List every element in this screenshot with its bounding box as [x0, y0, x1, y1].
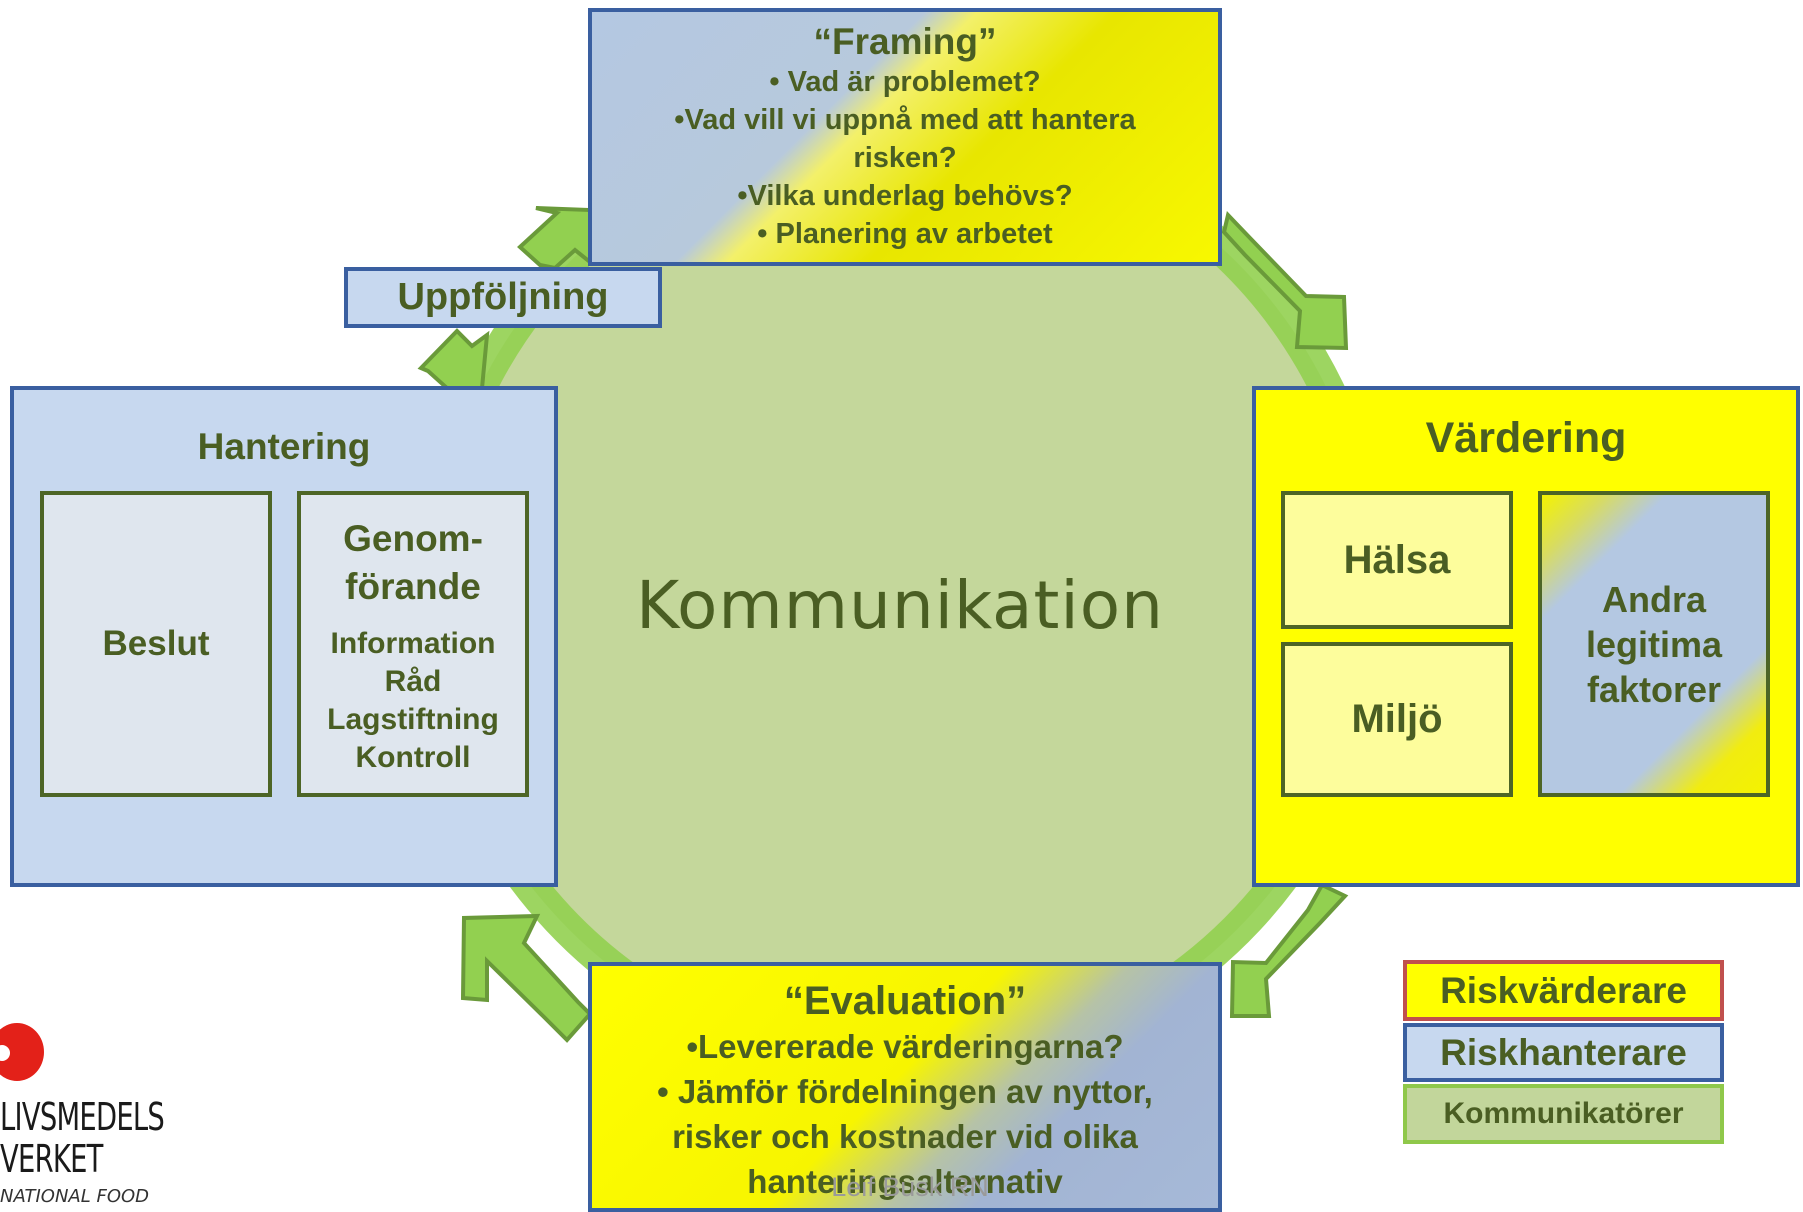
logo-text-line: LIVSMEDELS [0, 1095, 165, 1139]
hantering-title: Hantering [197, 426, 371, 467]
framing-line: • Planering av arbetet [757, 217, 1053, 250]
genomforande-box: Genom- förande Information Råd Lagstiftn… [297, 491, 529, 797]
footer-author: Leif Busk RN [831, 1172, 989, 1202]
legend-riskvarderare: Riskvärderare [1403, 960, 1724, 1021]
evaluation-line: • Jämför fördelningen av nyttor, [657, 1073, 1153, 1110]
arrow-vardering-to-evaluation [1229, 882, 1349, 1018]
beslut-box: Beslut [40, 491, 272, 797]
evaluation-line: •Levererade värderingarna? [686, 1028, 1124, 1065]
genomforande-item: Lagstiftning [327, 703, 499, 736]
miljo-box: Miljö [1281, 642, 1513, 797]
genomforande-item: Information [330, 627, 496, 660]
logo-mark-icon [0, 1023, 44, 1081]
framing-box: “Framing” • Vad är problemet? •Vad vill … [588, 8, 1222, 266]
evaluation-box: “Evaluation” •Levererade värderingarna? … [588, 962, 1222, 1212]
halsa-box: Hälsa [1281, 491, 1513, 629]
vardering-title: Värdering [1425, 414, 1627, 462]
livsmedelsverket-logo: LIVSMEDELS VERKET NATIONAL FOOD [0, 1015, 165, 1207]
genomforande-title-line: förande [345, 566, 481, 607]
genomforande-item: Kontroll [355, 741, 471, 774]
arrow-framing-to-vardering [1221, 210, 1349, 351]
communication-circle [431, 124, 1375, 1068]
legend-riskhanterare: Riskhanterare [1403, 1023, 1724, 1082]
genomforande-item: Råd [384, 665, 442, 698]
logo-text-line: NATIONAL FOOD [0, 1186, 150, 1207]
framing-line: risken? [853, 141, 957, 174]
andra-line: Andra [1601, 578, 1706, 620]
logo-text-line: VERKET [0, 1137, 103, 1181]
legend-kommunikatorer: Kommunikatörer [1403, 1084, 1724, 1144]
framing-line: • Vad är problemet? [769, 65, 1041, 98]
framing-line: •Vad vill vi uppnå med att hantera [674, 103, 1136, 136]
andra-faktorer-box: Andra legitima faktorer [1538, 491, 1770, 797]
evaluation-line: hanteringsalternativ [747, 1163, 1063, 1200]
evaluation-line: risker och kostnader vid olika [672, 1118, 1138, 1155]
uppfoljning-box: Uppföljning [344, 267, 662, 328]
andra-line: faktorer [1586, 668, 1722, 710]
framing-title: “Framing” [813, 21, 997, 62]
evaluation-title: “Evaluation” [783, 979, 1027, 1023]
vardering-box: Värdering [1252, 386, 1800, 887]
center-label: Kommunikation [636, 566, 1164, 644]
framing-line: •Vilka underlag behövs? [737, 179, 1073, 212]
arrow-evaluation-to-hantering [460, 913, 593, 1043]
andra-line: legitima [1585, 623, 1723, 665]
genomforande-title-line: Genom- [343, 518, 483, 559]
